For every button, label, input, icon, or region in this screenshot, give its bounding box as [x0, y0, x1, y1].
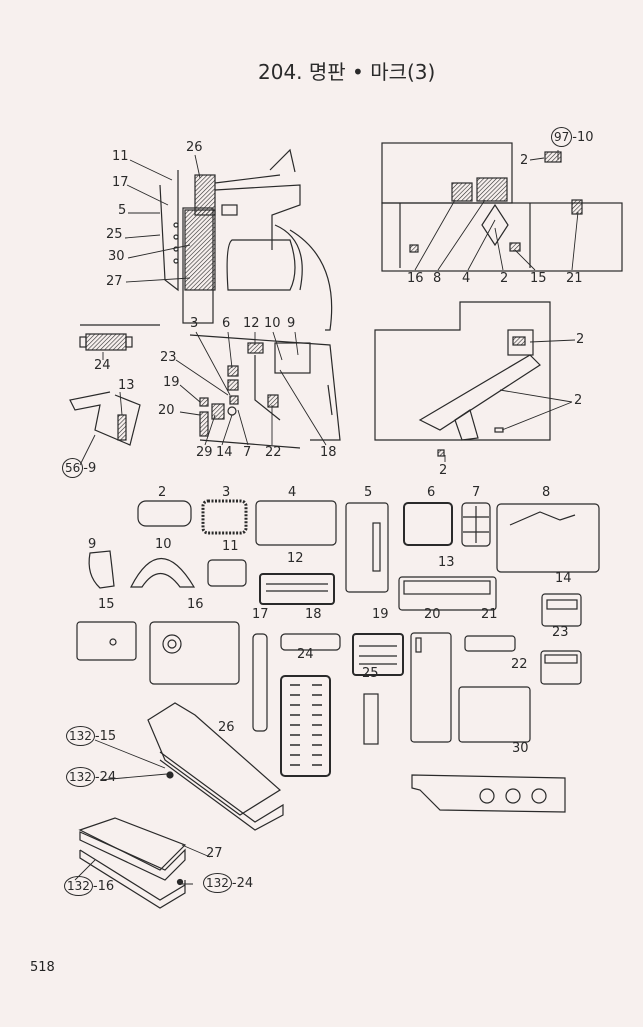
assembly-26 [147, 702, 284, 831]
callout: 17 [112, 175, 129, 190]
parts-grid [76, 499, 600, 813]
ref-circle: 132 [203, 873, 232, 893]
part-label: 22 [511, 657, 528, 672]
ref-circle: 132 [66, 726, 95, 746]
leader-lines [74, 150, 579, 885]
hardware-callout: 132-16 [64, 876, 114, 896]
callout: 15 [530, 271, 547, 286]
part-label: 8 [542, 485, 551, 500]
callout: 30 [108, 249, 125, 264]
callout: 6 [222, 316, 231, 331]
part-label: 7 [472, 485, 481, 500]
part-label: 2 [158, 485, 167, 500]
page-title: 204. 명판 • 마크(3) [258, 60, 436, 84]
part-label: 25 [362, 666, 379, 681]
ref-suffix: -24 [231, 876, 254, 891]
hardware-callout: 132-15 [66, 726, 116, 746]
part-label: 9 [88, 537, 97, 552]
callout: 2 [574, 393, 583, 408]
hardware-callout: 132-24 [203, 873, 253, 893]
callout: 9 [287, 316, 296, 331]
assembly-27 [78, 817, 187, 909]
part-label: 23 [552, 625, 569, 640]
ref-circle: 132 [66, 767, 95, 787]
callout: 14 [216, 445, 233, 460]
callout: 20 [158, 403, 175, 418]
part-label: 30 [512, 741, 529, 756]
callout: 19 [163, 375, 180, 390]
part-label: 24 [297, 647, 314, 662]
part-label: 3 [222, 485, 231, 500]
part-label: 5 [364, 485, 373, 500]
callout: 24 [94, 358, 111, 373]
callout: 18 [320, 445, 337, 460]
callout: 23 [160, 350, 177, 365]
boom-side-view [374, 301, 551, 457]
callout: 2 [439, 463, 448, 478]
part-24-detail [79, 324, 160, 351]
ref-circle: 132 [64, 876, 93, 896]
reference-callout: 56-9 [62, 458, 96, 478]
cab-interior-view [189, 334, 341, 449]
callout: 8 [433, 271, 442, 286]
part-label: 27 [206, 846, 223, 861]
ref-circle: 56 [62, 458, 84, 478]
callout: 12 [243, 316, 260, 331]
callout: 29 [196, 445, 213, 460]
callout: 5 [118, 203, 127, 218]
part-label: 11 [222, 539, 239, 554]
callout: 13 [118, 378, 135, 393]
callout: 16 [407, 271, 424, 286]
part-label: 6 [427, 485, 436, 500]
part-label: 13 [438, 555, 455, 570]
callout: 11 [112, 149, 129, 164]
part-label: 4 [288, 485, 297, 500]
ref-suffix: -16 [92, 879, 115, 894]
callout: 3 [190, 316, 199, 331]
callout: 2 [520, 153, 529, 168]
callout: 10 [264, 316, 281, 331]
callout: 26 [186, 140, 203, 155]
ref-suffix: -24 [94, 770, 117, 785]
pedal-view [69, 391, 141, 446]
page-number: 518 [30, 960, 55, 975]
callout: 2 [500, 271, 509, 286]
part-label: 12 [287, 551, 304, 566]
ref-suffix: -9 [83, 461, 97, 476]
reference-callout: 97-10 [551, 127, 594, 147]
hardware-callout: 132-24 [66, 767, 116, 787]
ref-suffix: -15 [94, 729, 117, 744]
part-label: 20 [424, 607, 441, 622]
callout: 22 [265, 445, 282, 460]
part-label: 14 [555, 571, 572, 586]
part-label: 26 [218, 720, 235, 735]
part-label: 19 [372, 607, 389, 622]
callout: 25 [106, 227, 123, 242]
ref-circle: 97 [551, 127, 573, 147]
part-label: 18 [305, 607, 322, 622]
cab-side-view [159, 148, 333, 331]
part-label: 10 [155, 537, 172, 552]
part-label: 21 [481, 607, 498, 622]
callout: 2 [576, 332, 585, 347]
callout: 21 [566, 271, 583, 286]
callout: 27 [106, 274, 123, 289]
part-label: 17 [252, 607, 269, 622]
callout: 4 [462, 271, 471, 286]
machine-rear-view [381, 142, 623, 272]
callout: 7 [243, 445, 252, 460]
part-label: 15 [98, 597, 115, 612]
part-label: 16 [187, 597, 204, 612]
ref-suffix: -10 [572, 130, 594, 145]
